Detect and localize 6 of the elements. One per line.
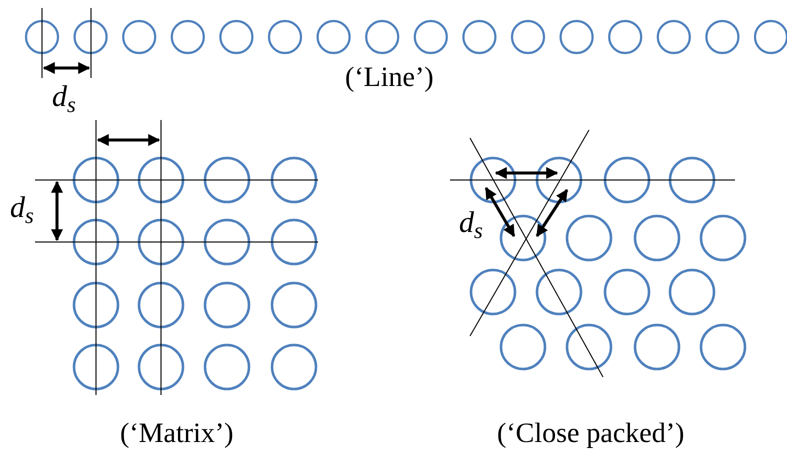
dimension-symbol: d$_{s}$ — [52, 82, 76, 112]
arrangement-caption: (‘Line’) — [345, 64, 434, 92]
arrangement-caption: (‘Matrix’) — [120, 420, 234, 448]
dimension-symbol: d$_{s}$ — [10, 193, 34, 223]
dimension-symbol: d$_{s}$ — [459, 208, 483, 238]
arrangement-caption: (‘Close packed’) — [497, 420, 684, 448]
